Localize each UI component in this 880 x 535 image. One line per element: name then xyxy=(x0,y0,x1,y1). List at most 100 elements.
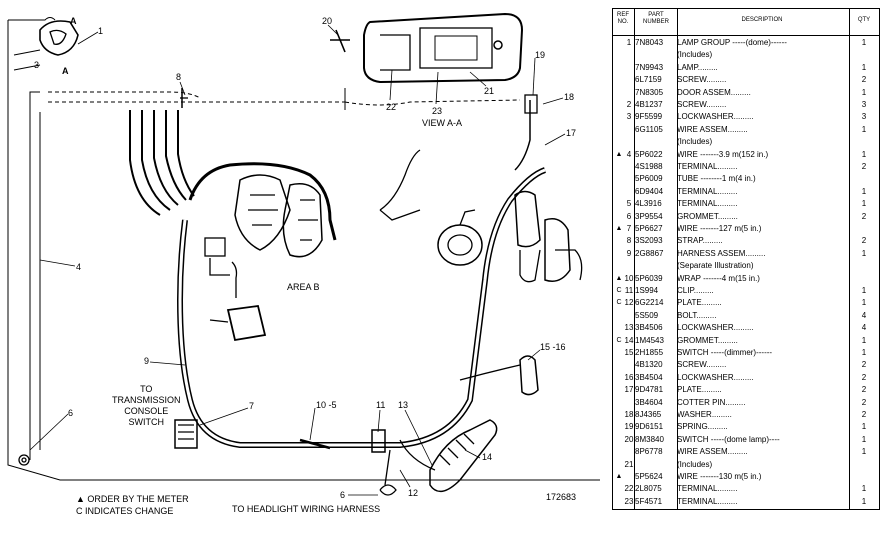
row-part-number: 5P5624 xyxy=(635,472,663,481)
row-description: STRAP......... xyxy=(677,236,723,246)
row-part-number: 5P6627 xyxy=(635,224,663,233)
row-description: WASHER......... xyxy=(677,410,732,419)
row-description: TERMINAL......... xyxy=(677,496,738,506)
row-ref: ▲ xyxy=(615,225,623,232)
callout-9: 9 xyxy=(144,356,150,366)
callout-21: 21 xyxy=(484,86,495,96)
row-item: 16 xyxy=(624,372,634,382)
row-qty: 1 xyxy=(861,62,867,72)
transmission-label-line-2: TRANSMISSION xyxy=(112,395,181,405)
row-item: 4 xyxy=(626,149,632,159)
row-qty: 3 xyxy=(861,100,867,109)
transmission-label-line-3: CONSOLE xyxy=(124,406,169,416)
row-qty: 2 xyxy=(861,75,867,85)
row-description: LOCKWASHER......... xyxy=(677,372,754,382)
row-item: 11 xyxy=(624,286,634,295)
row-description: SCREW......... xyxy=(677,360,727,370)
callout-18: 18 xyxy=(564,92,575,102)
row-description: GROMMET......... xyxy=(677,211,738,221)
row-part-number: 2L8075 xyxy=(635,484,662,494)
row-qty: 4 xyxy=(861,323,867,333)
callout-10: 10 -5 xyxy=(316,400,337,410)
transmission-label-line-1: TO xyxy=(140,384,153,394)
table-row: 4S1988 TERMINAL.........2 xyxy=(613,161,879,172)
row-part-number: 5P6009 xyxy=(635,174,663,184)
row-description: (Includes) xyxy=(677,459,713,469)
row-qty: 1 xyxy=(861,335,867,345)
row-qty: 1 xyxy=(861,434,867,444)
row-qty: 1 xyxy=(861,199,867,209)
row-item: 10 xyxy=(624,273,634,283)
row-description: LOCKWASHER......... xyxy=(677,112,754,122)
row-description: WIRE -------3.9 m(152 in.) xyxy=(677,149,769,159)
row-description: SWITCH -----(dimmer)------ xyxy=(677,348,773,357)
row-description: SCREW......... xyxy=(677,100,727,109)
row-ref: C xyxy=(616,336,622,344)
row-item: 1 xyxy=(626,38,632,47)
row-item: 15 xyxy=(624,348,634,357)
row-part-number: 3B4504 xyxy=(635,372,663,382)
table-row: 21 (Includes) xyxy=(613,459,879,470)
row-ref: C xyxy=(616,299,622,307)
transmission-label-line-4: SWITCH xyxy=(128,417,165,427)
header-part-number: PART NUMBER xyxy=(642,12,669,25)
row-part-number: 4B1320 xyxy=(635,360,663,370)
note-order-by-meter: ▲ ORDER BY THE METER xyxy=(76,494,189,504)
row-description: LOCKWASHER......... xyxy=(677,323,754,333)
callout-12: 12 xyxy=(408,488,419,498)
row-qty: 1 xyxy=(861,87,867,97)
callout-14: 14 xyxy=(482,452,493,462)
row-item: 13 xyxy=(624,323,634,333)
callout-a-bottom: A xyxy=(62,66,69,76)
row-part-number: 9F5599 xyxy=(635,112,663,122)
row-description: WRAP -------4 m(15 in.) xyxy=(677,273,760,283)
row-qty: 2 xyxy=(861,397,867,407)
row-part-number: 1M4543 xyxy=(635,335,664,345)
row-qty: 2 xyxy=(861,410,867,419)
callout-a-top: A xyxy=(70,16,77,26)
row-item: 12 xyxy=(624,298,634,308)
row-part-number: 2H1855 xyxy=(635,348,664,357)
callout-7: 7 xyxy=(249,401,255,411)
table-row: 7N9943 LAMP.........1 xyxy=(613,62,879,73)
callout-15-16: 15 -16 xyxy=(540,342,566,352)
wiring-diagram xyxy=(7,12,600,496)
row-description: WIRE ASSEM......... xyxy=(677,124,748,134)
figure-number: 172683 xyxy=(546,492,577,502)
view-a-a-label: VIEW A-A xyxy=(422,118,463,128)
callout-6-left: 6 xyxy=(68,408,74,418)
row-part-number: 4S1988 xyxy=(635,162,663,171)
row-description: TERMINAL......... xyxy=(677,186,738,196)
header-qty: QTY xyxy=(857,17,871,23)
row-description: TERMINAL......... xyxy=(677,199,738,209)
row-part-number: 3P9554 xyxy=(635,211,663,221)
row-item: 6 xyxy=(626,211,632,221)
row-qty: 1 xyxy=(861,286,867,295)
row-description: PLATE......... xyxy=(677,298,722,308)
row-description: (Separate Illustration) xyxy=(677,261,754,271)
row-qty: 2 xyxy=(861,162,867,171)
row-item: 8 xyxy=(626,236,632,246)
row-description: GROMMET......... xyxy=(677,335,738,345)
table-row: (Includes) xyxy=(613,136,879,147)
row-part-number: 2G8867 xyxy=(635,248,664,258)
row-part-number: 7N9943 xyxy=(635,62,664,72)
row-qty: 2 xyxy=(861,385,867,395)
row-part-number: 3S2093 xyxy=(635,236,663,246)
row-description: WIRE -------127 m(5 in.) xyxy=(677,224,762,233)
table-row: (Includes) xyxy=(613,49,879,60)
callout-1: 1 xyxy=(98,26,104,36)
